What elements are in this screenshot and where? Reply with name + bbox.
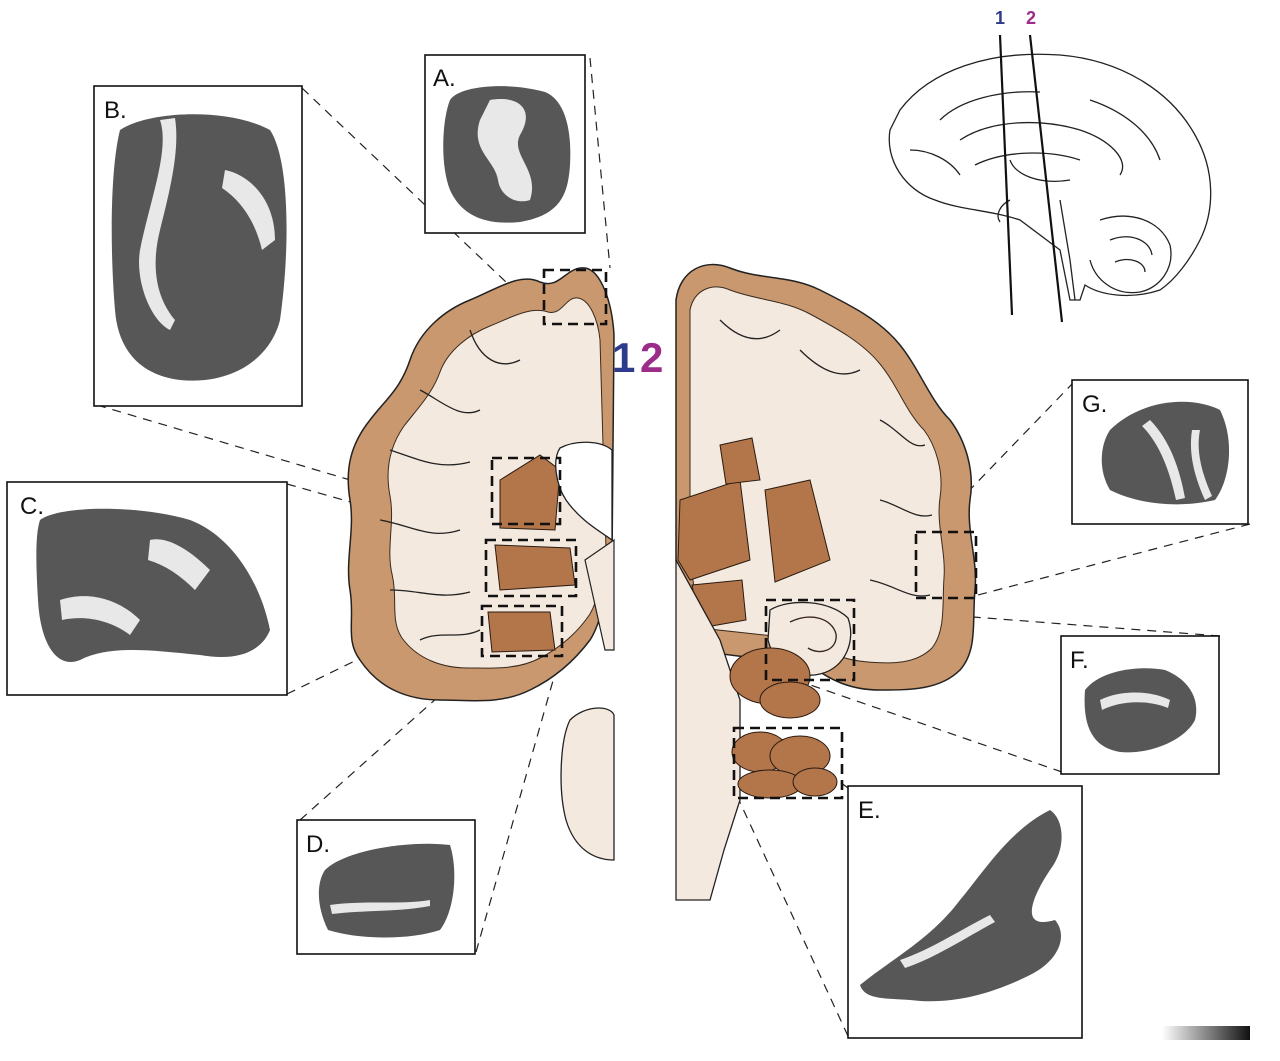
panel-a: A. (424, 54, 586, 234)
coronal-section-plane-2 (675, 263, 977, 901)
roi-box-b (490, 456, 562, 526)
panel-g-label: G. (1082, 391, 1107, 418)
sagittal-reference-diagram: 1 2 (888, 8, 1212, 323)
roi-box-c (484, 538, 578, 598)
coronal-section-plane-1 (347, 267, 615, 861)
panel-b-label: B. (104, 97, 127, 124)
plane-1-label: 1 (612, 334, 635, 381)
roi-box-f (764, 598, 856, 682)
panel-f-label: F. (1070, 647, 1089, 674)
reference-plane-2-label: 2 (1026, 8, 1036, 28)
plane-2-line (1028, 34, 1064, 323)
panel-d-label: D. (306, 831, 330, 858)
panel-g: G. (1071, 379, 1249, 525)
grayscale-bar (1162, 1026, 1250, 1040)
plane-2-label: 2 (640, 334, 663, 381)
roi-boxes (480, 268, 978, 800)
panel-a-label: A. (433, 65, 456, 92)
panel-b: B. (93, 85, 303, 407)
panel-c: C. (6, 481, 288, 696)
panel-c-label: C. (20, 493, 44, 520)
roi-box-d (480, 604, 564, 658)
panel-d: D. (296, 819, 476, 955)
reference-plane-1-label: 1 (995, 8, 1005, 28)
panel-e: E. (847, 785, 1083, 1039)
panel-f: F. (1060, 635, 1220, 775)
cerebellum (729, 647, 838, 799)
roi-box-a (542, 268, 608, 326)
panel-e-label: E. (858, 797, 881, 824)
roi-box-e (732, 726, 844, 800)
plane-1-line (998, 34, 1014, 316)
